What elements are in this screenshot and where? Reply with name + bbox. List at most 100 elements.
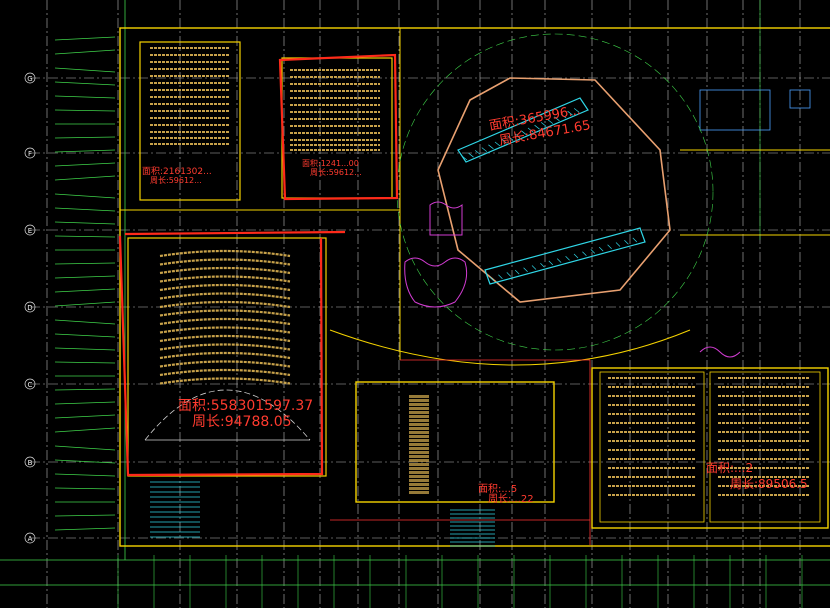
stage-arc <box>144 389 311 441</box>
escalator-step <box>607 244 612 250</box>
dim-leader <box>54 193 116 199</box>
perimeter-label-lower-middle: 周长:...22 <box>488 493 534 505</box>
perimeter-label-lower-right: 周长:89506.5 <box>730 477 808 491</box>
hall-lower-right-wall <box>591 367 829 529</box>
hall-lower-middle-wall <box>355 381 555 503</box>
dim-leader <box>54 527 116 531</box>
grid-bubble <box>24 532 36 544</box>
seat-row-large-hall <box>159 292 291 300</box>
escalator-step <box>573 253 579 259</box>
escalator-upper <box>457 97 589 163</box>
escalator-step <box>507 136 514 141</box>
grid-row-label: F <box>28 150 32 158</box>
dim-leader <box>54 414 116 419</box>
dim-leader <box>54 36 116 41</box>
seat-row-large-hall <box>159 309 291 317</box>
escalator-step <box>468 152 474 158</box>
seat-row-large-hall <box>159 326 291 334</box>
cloud-markup <box>404 257 468 308</box>
dim-leader <box>54 473 116 477</box>
escalator-step <box>514 269 520 275</box>
dim-leader <box>54 487 116 490</box>
escalator-step <box>474 150 481 155</box>
seat-row-large-hall <box>159 258 291 266</box>
lobby-polygon <box>437 77 671 303</box>
dim-leader <box>54 333 116 338</box>
grid-bubble <box>24 301 36 313</box>
escalator-step <box>521 130 527 136</box>
area-labels: 面积:2161302...周长:59612...面积:1241...00周长:5… <box>142 103 808 505</box>
dim-leader <box>54 235 116 238</box>
markup-upper-middle <box>278 53 399 201</box>
grid-row-label: D <box>27 304 32 312</box>
grid-row-label: A <box>28 535 33 543</box>
escalator-step <box>506 272 512 277</box>
escalator-step <box>540 262 545 268</box>
grid-bubble <box>24 72 36 84</box>
hall-upper-middle-wall <box>281 57 393 199</box>
dim-leader <box>54 275 116 279</box>
escalator-step <box>598 246 604 252</box>
escalator-step <box>461 155 468 161</box>
escalator-step <box>554 116 560 122</box>
dim-leader <box>54 427 116 433</box>
escalator-step <box>540 122 547 127</box>
seat-row-large-hall <box>159 377 291 385</box>
dim-leader <box>54 95 116 99</box>
seat-row-large-hall <box>159 275 291 283</box>
dim-leader <box>54 162 116 167</box>
red-markup-outlines <box>118 53 399 477</box>
grid-row-label: C <box>28 381 33 389</box>
dim-leader <box>54 319 116 325</box>
dim-leader <box>54 347 116 351</box>
curved-wall <box>329 329 691 366</box>
escalator-step <box>556 258 562 263</box>
dim-leader <box>54 109 116 112</box>
seat-row-large-hall <box>159 368 291 377</box>
escalator-step <box>547 119 554 124</box>
cloud-markup <box>429 201 463 236</box>
legend-cell <box>789 89 811 109</box>
perimeter-label-upper-middle: 周长:59612... <box>310 167 362 177</box>
dim-leader <box>54 388 116 391</box>
grid-row-label: B <box>28 459 33 467</box>
escalator-step <box>494 141 501 147</box>
escalator-step <box>548 260 554 266</box>
seat-row-large-hall <box>159 317 291 326</box>
dim-leader <box>54 514 116 517</box>
escalator-step <box>560 113 567 119</box>
auditorium-seats <box>144 47 810 547</box>
dim-leader <box>54 175 116 181</box>
perimeter-label-upper-left: 周长:59612... <box>150 175 202 185</box>
markup-large-hall <box>118 230 346 477</box>
legend-table <box>699 89 771 131</box>
escalator-step <box>615 242 621 247</box>
grid-row-label: E <box>28 227 32 235</box>
hall-large-wall <box>127 237 327 477</box>
escalator-step <box>624 239 629 245</box>
dim-leader <box>54 361 116 364</box>
seat-row-large-hall <box>159 343 291 351</box>
perimeter-label-large-hall: 周长:94788.05 <box>192 414 292 430</box>
escalator-step <box>498 274 503 279</box>
escalator-lower <box>484 227 646 285</box>
dim-leader <box>54 401 116 405</box>
escalator-step <box>514 133 521 138</box>
escalator-step <box>573 108 580 113</box>
hall-lower-right-inner <box>709 371 821 523</box>
grid-bubble <box>24 378 36 390</box>
dim-leader <box>54 67 116 73</box>
seat-row-large-hall <box>159 351 291 360</box>
escalator-step <box>488 144 494 150</box>
dim-leader <box>54 301 116 307</box>
dim-leader <box>54 288 116 293</box>
dim-leader <box>54 49 116 55</box>
grid-bubble <box>24 224 36 236</box>
seat-row-large-hall <box>159 360 291 368</box>
escalator-step <box>489 276 495 282</box>
escalator-step <box>632 237 638 243</box>
area-label-lower-right: 面积:...2 <box>706 461 753 475</box>
hall-upper-left-wall <box>139 41 241 201</box>
